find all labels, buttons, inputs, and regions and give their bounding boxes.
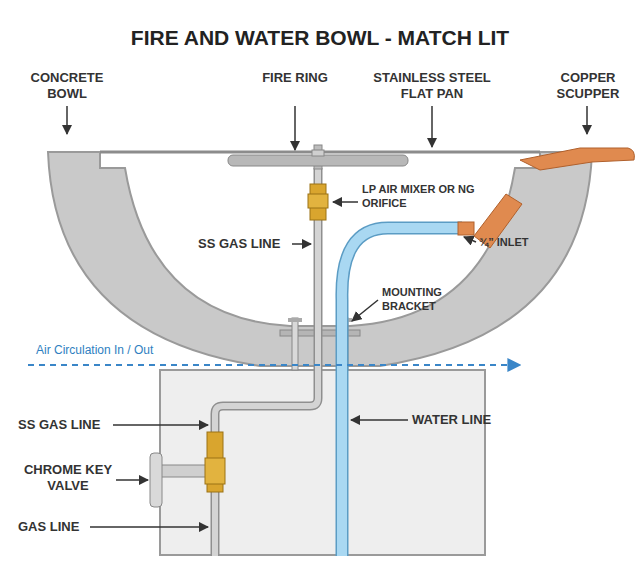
leader-lines bbox=[67, 106, 587, 527]
part-label: SS GAS LINE bbox=[198, 236, 290, 252]
part-label: LP AIR MIXER OR NG ORIFICE bbox=[362, 183, 480, 211]
part-label: CHROME KEY VALVE bbox=[22, 462, 114, 495]
part-label: FIRE RING bbox=[262, 70, 328, 86]
flow-label: Air Circulation In / Out bbox=[36, 343, 256, 358]
part-label: SS GAS LINE bbox=[18, 417, 110, 433]
part-label: COPPER SCUPPER bbox=[543, 70, 633, 103]
water-line bbox=[342, 228, 462, 556]
key-valve bbox=[150, 432, 225, 507]
part-label: MOUNTING BRACKET bbox=[382, 286, 464, 314]
part-label: CONCRETE BOWL bbox=[22, 70, 112, 103]
air-flow-line bbox=[28, 364, 520, 366]
air-mixer-fitting bbox=[308, 184, 328, 220]
gas-line bbox=[215, 168, 318, 556]
fire-ring bbox=[228, 145, 408, 169]
copper-scupper bbox=[458, 148, 634, 248]
part-label: WATER LINE bbox=[412, 412, 512, 428]
part-label: ¾” INLET bbox=[479, 236, 549, 250]
title: FIRE AND WATER BOWL - MATCH LIT bbox=[0, 26, 640, 50]
part-label: STAINLESS STEEL FLAT PAN bbox=[368, 70, 496, 103]
part-label: GAS LINE bbox=[18, 519, 90, 535]
